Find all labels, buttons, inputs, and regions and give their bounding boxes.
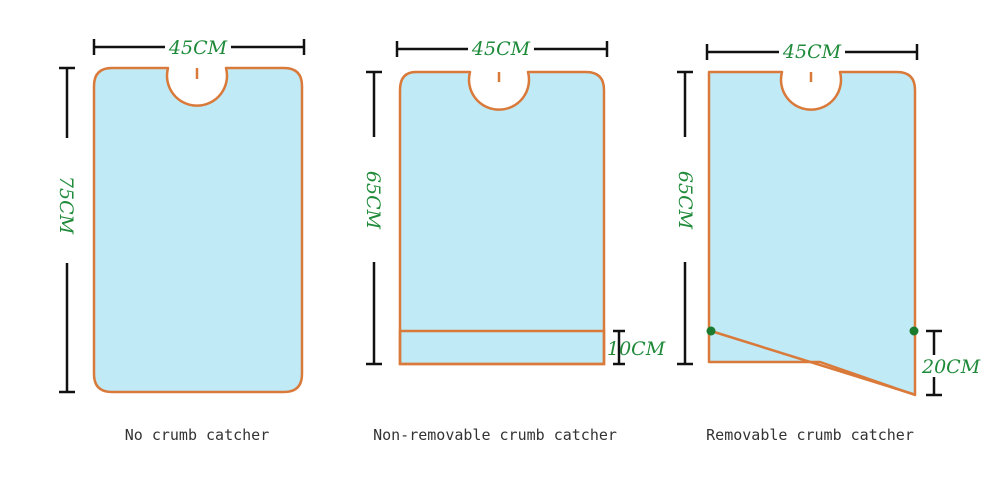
snap-button-left xyxy=(706,326,716,336)
bib-removable-crumb-catcher: 45CM 65CM 20CM Removable crumb catcher xyxy=(674,41,990,444)
pocket-dimension: 10CM xyxy=(607,329,666,366)
bib-no-crumb-catcher: 45CM 75CM No crumb catcher xyxy=(55,36,306,444)
bib-body xyxy=(707,70,917,397)
height-dimension: 75CM xyxy=(55,66,77,394)
width-label: 45CM xyxy=(782,41,842,63)
pocket-label: 10CM xyxy=(607,338,666,360)
width-dimension: 45CM xyxy=(92,36,306,59)
bib-body xyxy=(92,66,304,394)
height-label: 65CM xyxy=(674,171,696,230)
height-label: 75CM xyxy=(55,176,77,235)
bib-non-removable-crumb-catcher: 45CM 65CM 10CM Non-removable crumb catch… xyxy=(362,38,666,444)
width-dimension: 45CM xyxy=(395,38,609,60)
bib-caption: No crumb catcher xyxy=(125,426,270,444)
width-dimension: 45CM xyxy=(705,41,919,63)
width-label: 45CM xyxy=(168,37,228,59)
bib-caption: Non-removable crumb catcher xyxy=(373,426,617,444)
crumb-catcher-fold xyxy=(710,329,914,396)
height-label: 65CM xyxy=(362,171,384,230)
height-dimension: 65CM xyxy=(362,70,384,366)
height-dimension: 65CM xyxy=(674,70,696,366)
snap-button-right xyxy=(909,326,919,336)
pocket-label: 20CM xyxy=(921,356,981,378)
bib-body xyxy=(398,70,606,366)
bib-caption: Removable crumb catcher xyxy=(706,426,914,444)
crumb-catcher-pocket xyxy=(398,329,606,366)
pocket-dimension: 20CM xyxy=(921,329,990,397)
width-label: 45CM xyxy=(471,38,531,60)
